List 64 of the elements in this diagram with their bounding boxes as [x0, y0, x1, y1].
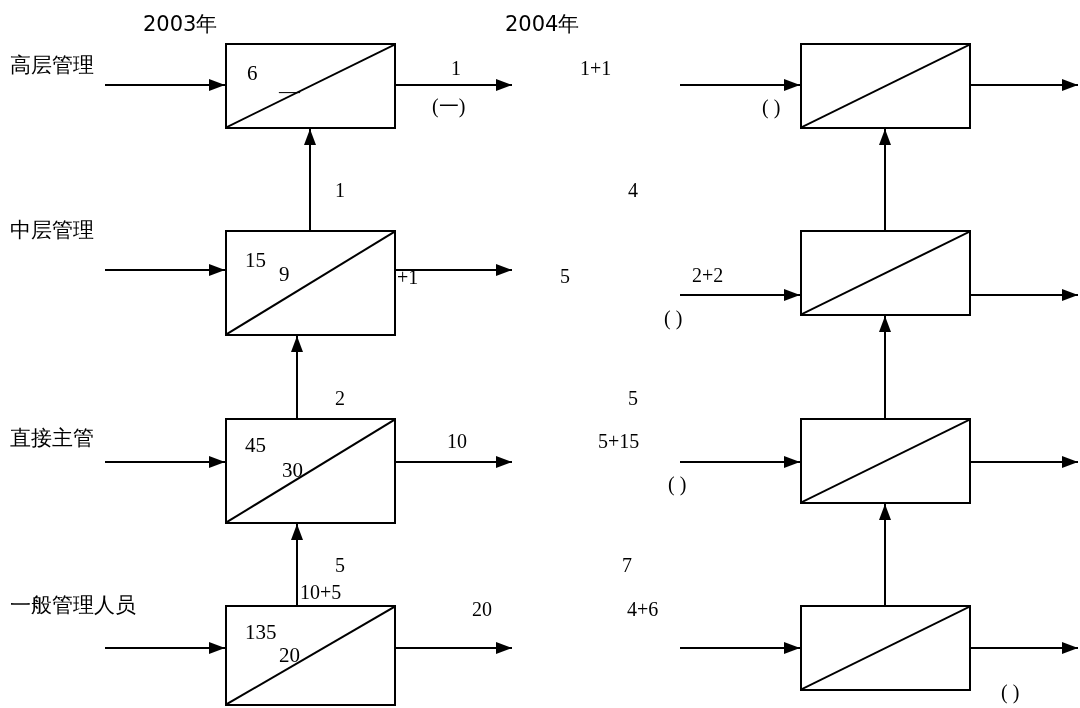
split-box [800, 418, 971, 504]
count-label: 5 [628, 388, 638, 408]
count-label: 5+15 [598, 431, 640, 451]
count-label: ( ) [668, 474, 687, 494]
count-label: 7 [622, 555, 632, 575]
count-label: 4 [628, 180, 638, 200]
count-label: ( ) [664, 308, 683, 328]
count-label: (一) [432, 96, 466, 116]
count-label: 1 [451, 58, 461, 78]
count-label: 2 [335, 388, 345, 408]
row-label: 高层管理 [10, 55, 94, 76]
count-number: 30 [282, 460, 303, 481]
count-label: 5 [560, 266, 570, 286]
arrow [879, 128, 891, 231]
split-box [225, 418, 396, 524]
split-box [225, 605, 396, 706]
count-label: 2+2 [692, 265, 724, 285]
split-box [800, 605, 971, 691]
arrow [104, 456, 226, 468]
count-label: 10+5 [300, 582, 342, 602]
arrow [679, 456, 801, 468]
arrow [970, 79, 1079, 91]
split-box [225, 43, 396, 129]
count-label: 10 [447, 431, 467, 451]
count-number: 9 [279, 264, 290, 285]
split-box [225, 230, 396, 336]
arrow [395, 79, 513, 91]
count-label: 1 [335, 180, 345, 200]
split-box [800, 43, 971, 129]
arrow [679, 289, 801, 301]
arrow [970, 289, 1079, 301]
row-label: 一般管理人员 [10, 595, 136, 616]
arrow [679, 79, 801, 91]
count-number: 45 [245, 435, 266, 456]
count-label: +1 [397, 267, 419, 287]
arrow [291, 335, 303, 419]
row-label: 2003年 [143, 14, 218, 35]
arrow [395, 642, 513, 654]
arrow [104, 264, 226, 276]
arrow [879, 315, 891, 419]
count-label: ( ) [762, 97, 781, 117]
count-number: 6 [247, 63, 258, 84]
arrow [304, 128, 316, 231]
count-number: 135 [245, 622, 277, 643]
arrow [395, 456, 513, 468]
arrow [104, 79, 226, 91]
count-label: 4+6 [627, 599, 659, 619]
arrow [879, 503, 891, 606]
row-label: 中层管理 [10, 220, 94, 241]
count-label: 20 [472, 599, 492, 619]
count-number: 20 [279, 645, 300, 666]
row-label: 直接主管 [10, 428, 94, 449]
arrow [679, 642, 801, 654]
arrow [395, 264, 513, 276]
count-label: ( ) [1001, 682, 1020, 702]
row-label: 2004年 [505, 14, 580, 35]
arrow [970, 642, 1079, 654]
count-label: 5 [335, 555, 345, 575]
split-box [800, 230, 971, 316]
count-number: 15 [245, 250, 266, 271]
count-label: 1+1 [580, 58, 612, 78]
arrow [970, 456, 1079, 468]
arrow [104, 642, 226, 654]
arrow [291, 523, 303, 606]
